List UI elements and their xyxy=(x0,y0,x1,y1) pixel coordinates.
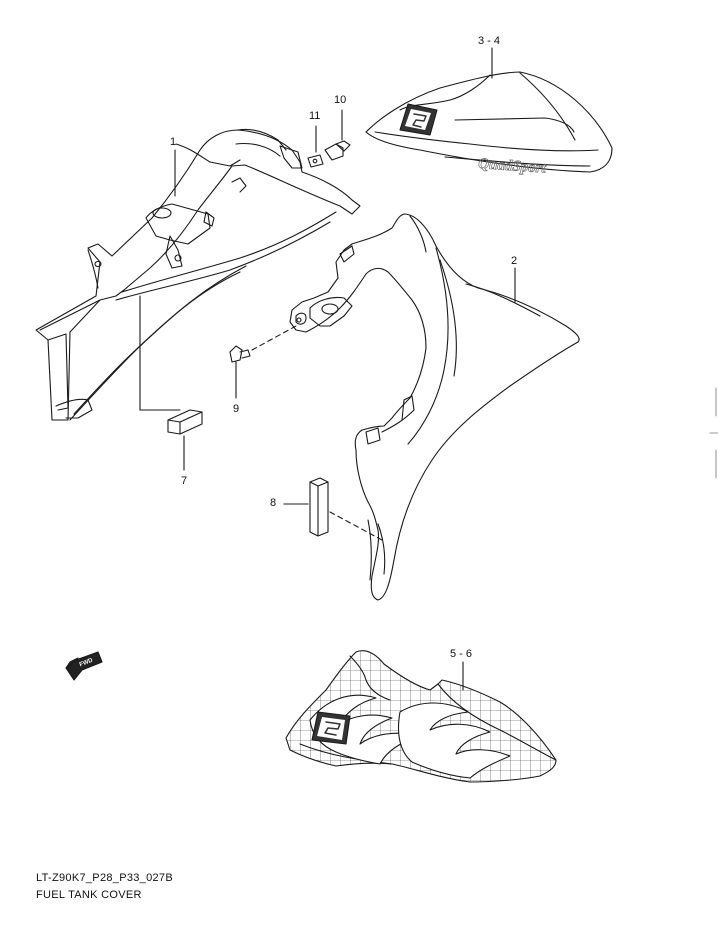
diagram-title: FUEL TANK COVER xyxy=(36,889,142,901)
part-9-rivet xyxy=(230,326,296,398)
callout-11: 11 xyxy=(309,110,321,122)
callout-9: 9 xyxy=(233,403,240,415)
diagram-code: LT-Z90K7_P28_P33_027B xyxy=(36,872,173,884)
callout-2: 2 xyxy=(511,255,518,267)
part-2-right-side-cover xyxy=(290,214,579,600)
quadsport-decal-text: QuadSport xyxy=(478,156,547,177)
part-3-4-top-decal xyxy=(366,72,612,172)
callout-3-4: 3 - 4 xyxy=(478,35,501,47)
part-8-cushion-strip xyxy=(284,478,382,540)
part-5-6-mesh-decal xyxy=(286,651,556,782)
part-1-left-cover xyxy=(36,129,360,420)
callout-8: 8 xyxy=(270,497,277,509)
part-7-cushion xyxy=(168,410,202,470)
fwd-arrow-icon xyxy=(66,652,102,680)
callout-10: 10 xyxy=(334,94,347,106)
part-10-screw xyxy=(325,110,350,160)
callout-1: 1 xyxy=(170,136,177,148)
leader-lines xyxy=(175,48,515,690)
callout-5-6: 5 - 6 xyxy=(450,648,473,660)
part-11-clip-nut xyxy=(308,126,323,167)
fwd-label: FWD xyxy=(79,657,95,668)
callout-7: 7 xyxy=(181,475,188,487)
